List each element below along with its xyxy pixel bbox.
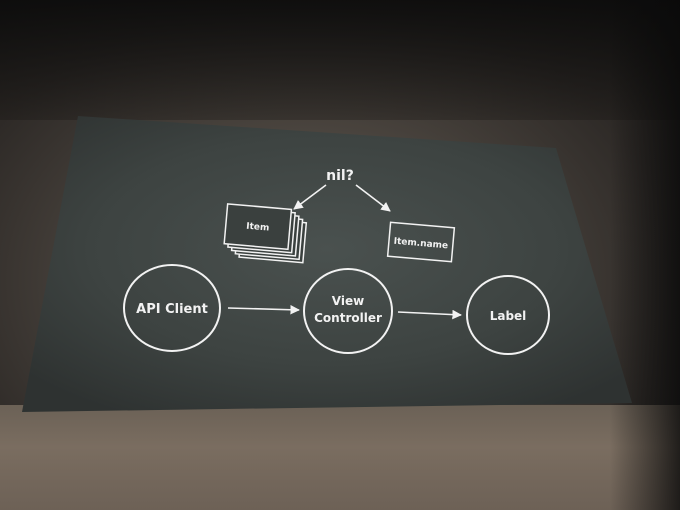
view-controller-node: View Controller (303, 268, 393, 354)
item-card-front (223, 203, 293, 251)
label-node-label: Label (490, 309, 527, 323)
item-name-rect (386, 221, 456, 263)
slide-surface (22, 116, 632, 412)
item-card-label: Item (246, 222, 270, 234)
label-circle (466, 275, 550, 355)
arrow-nil-to-item-name (355, 184, 391, 212)
item-name-box: Item.name (386, 221, 456, 263)
room-side-shadow (610, 0, 680, 510)
room-floor (0, 405, 680, 510)
arrow-api-client-to-view-controller (227, 304, 300, 315)
api-client-node: API Client (123, 264, 221, 352)
view-controller-label-line2: Controller (314, 311, 382, 325)
arrow-nil-to-item (293, 184, 327, 210)
view-controller-label-line1: View (332, 294, 364, 308)
view-controller-circle (303, 268, 393, 354)
item-name-label: Item.name (393, 237, 448, 252)
label-node: Label (466, 275, 550, 355)
api-client-circle (123, 264, 221, 352)
nil-question-label: nil? (326, 168, 354, 184)
item-card-stack: Item (223, 203, 308, 264)
api-client-label: API Client (136, 302, 208, 317)
room-background (0, 0, 680, 120)
arrow-view-controller-to-label (397, 309, 462, 320)
